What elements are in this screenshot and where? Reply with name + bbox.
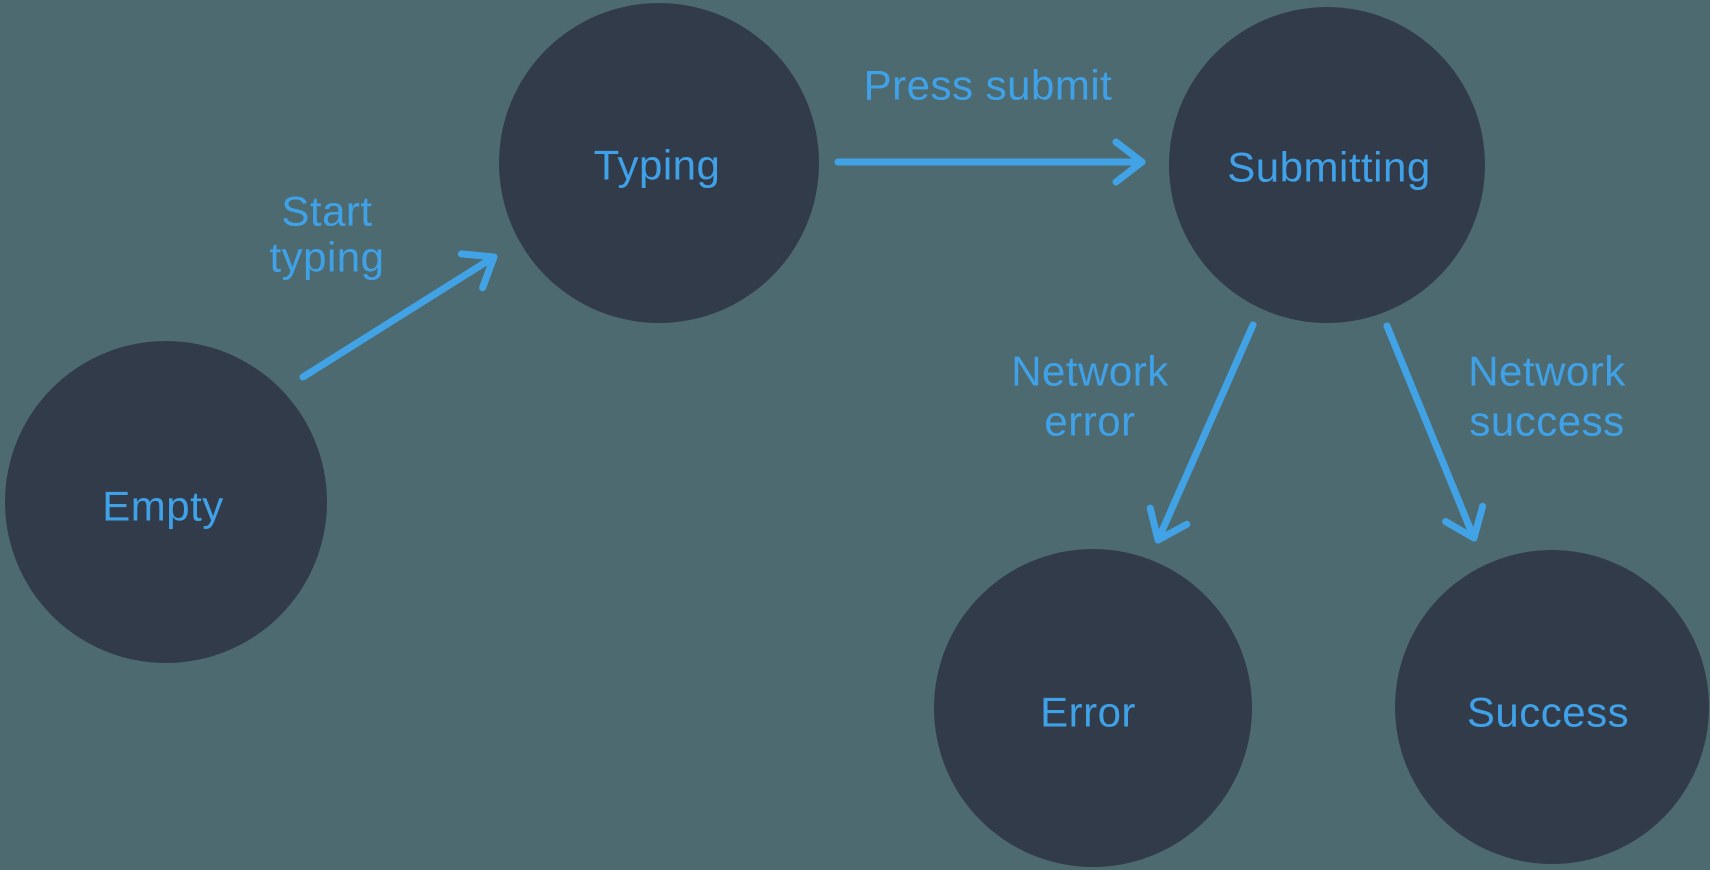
state-label-empty: Empty: [102, 483, 224, 530]
transition-network-success: Network success: [1383, 322, 1626, 542]
state-node-error: Error: [934, 549, 1252, 867]
state-circle-typing: [499, 3, 819, 323]
arrow-network-error: [1146, 321, 1257, 544]
state-node-success: Success: [1395, 550, 1709, 864]
transition-label-network-success-line2: success: [1469, 398, 1624, 445]
state-label-typing: Typing: [594, 142, 721, 189]
transition-start-typing: Start typing: [269, 188, 498, 381]
transition-press-submit: Press submit: [834, 62, 1146, 186]
state-label-submitting: Submitting: [1227, 144, 1430, 191]
transition-label-network-error-line1: Network: [1011, 348, 1169, 395]
transition-network-error: Network error: [1011, 321, 1257, 544]
state-label-success: Success: [1467, 689, 1629, 736]
transition-label-network-success-line1: Network: [1468, 348, 1626, 395]
state-node-empty: Empty: [5, 341, 327, 663]
transition-label-start-typing-line1: Start: [281, 188, 372, 235]
state-circle-empty: [5, 341, 327, 663]
state-circle-success: [1395, 550, 1709, 864]
transition-label-press-submit: Press submit: [864, 62, 1113, 109]
state-node-submitting: Submitting: [1169, 7, 1485, 323]
transition-label-network-error-line2: error: [1044, 398, 1135, 445]
arrow-start-typing: [299, 250, 498, 381]
arrow-network-success: [1383, 322, 1487, 542]
state-circle-error: [934, 549, 1252, 867]
state-label-error: Error: [1040, 689, 1136, 736]
state-circle-submitting: [1169, 7, 1485, 323]
transition-label-start-typing-line2: typing: [269, 234, 384, 281]
state-node-typing: Typing: [499, 3, 819, 323]
